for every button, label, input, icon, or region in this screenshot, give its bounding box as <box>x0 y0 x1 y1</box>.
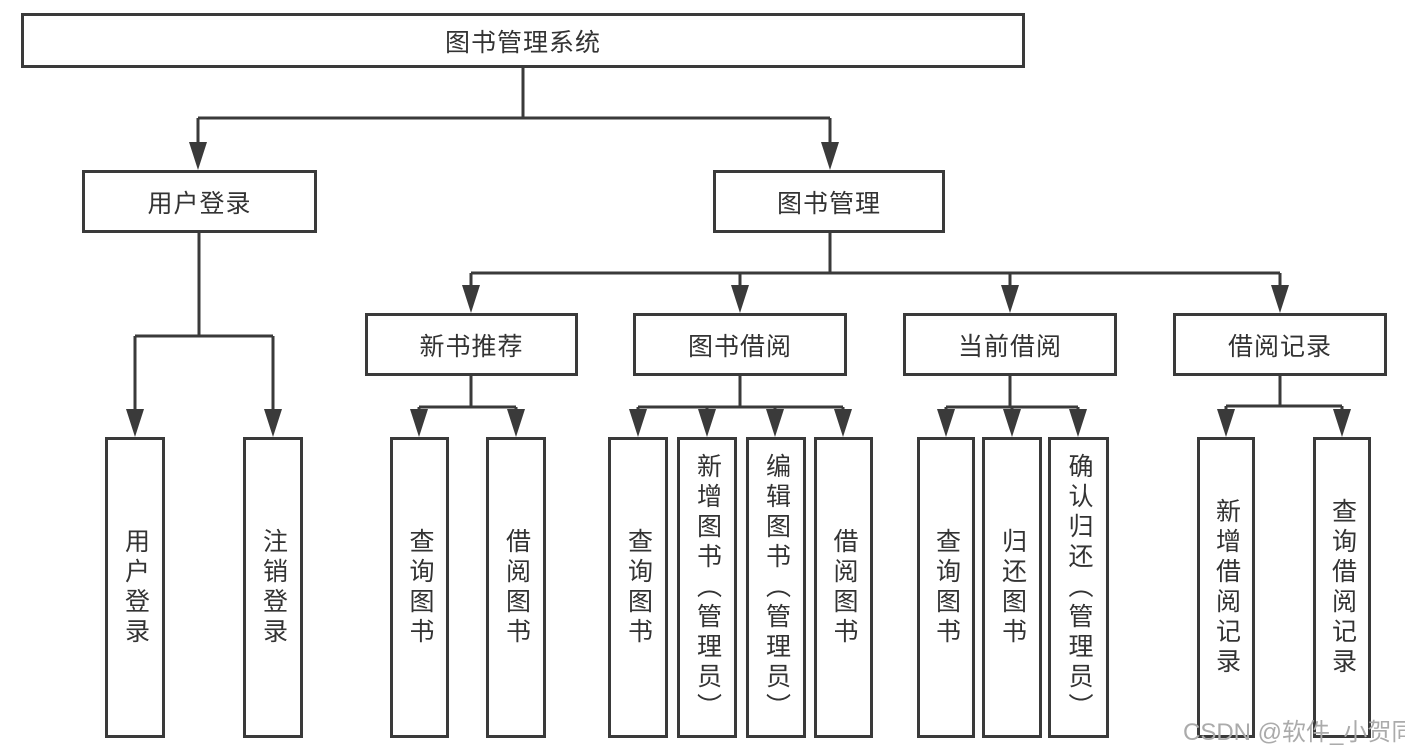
node-label: 用户登录 <box>121 527 150 648</box>
leaf-query-books-recommend: 查询图书 <box>390 437 449 738</box>
node-book-borrowing: 图书借阅 <box>633 313 847 376</box>
node-new-book-recommendation: 新书推荐 <box>365 313 578 376</box>
leaf-return-books: 归还图书 <box>982 437 1042 738</box>
node-label: 确认归还（管理员） <box>1065 452 1093 723</box>
node-current-borrowing: 当前借阅 <box>903 313 1117 376</box>
node-label: 借阅记录 <box>1227 332 1332 361</box>
arrowheads <box>126 142 1351 437</box>
node-book-management: 图书管理 <box>713 170 945 233</box>
node-label: 当前借阅 <box>957 332 1062 361</box>
leaf-edit-books-admin: 编辑图书（管理员） <box>746 437 806 738</box>
node-label: 图书管理系统 <box>444 28 601 57</box>
node-label: 编辑图书（管理员） <box>762 452 791 723</box>
node-label: 新增图书（管理员） <box>693 452 722 723</box>
leaf-logout-login: 注销登录 <box>243 437 303 738</box>
node-label: 新书推荐 <box>419 332 524 361</box>
node-label: 用户登录 <box>147 189 252 218</box>
node-label: 借阅图书 <box>502 527 531 648</box>
node-borrowing-records: 借阅记录 <box>1173 313 1387 376</box>
leaf-query-borrow-record: 查询借阅记录 <box>1313 437 1371 738</box>
node-label: 新增借阅记录 <box>1212 497 1241 678</box>
csdn-watermark: CSDN @软件_小贺同学 <box>1183 719 1405 746</box>
leaf-borrow-books-recommend: 借阅图书 <box>486 437 546 738</box>
node-label: 查询借阅记录 <box>1328 497 1357 678</box>
node-label: 注销登录 <box>259 527 288 648</box>
node-label: 图书管理 <box>776 189 881 218</box>
leaf-add-books-admin: 新增图书（管理员） <box>677 437 737 738</box>
leaf-borrow-books-borrowing: 借阅图书 <box>814 437 873 738</box>
leaf-add-borrow-record: 新增借阅记录 <box>1197 437 1255 738</box>
leaf-confirm-return-admin: 确认归还（管理员） <box>1048 437 1109 738</box>
node-label: 图书借阅 <box>687 332 792 361</box>
node-label: 查询图书 <box>624 527 653 648</box>
node-label: 借阅图书 <box>830 527 858 648</box>
leaf-query-books-borrowing: 查询图书 <box>608 437 668 738</box>
node-label: 归还图书 <box>998 527 1027 648</box>
node-user-login: 用户登录 <box>82 170 317 233</box>
leaf-user-login: 用户登录 <box>105 437 165 738</box>
node-label: 查询图书 <box>406 527 434 648</box>
node-library-management-system: 图书管理系统 <box>21 13 1025 68</box>
leaf-query-books-current: 查询图书 <box>917 437 975 738</box>
node-label: 查询图书 <box>932 527 961 648</box>
